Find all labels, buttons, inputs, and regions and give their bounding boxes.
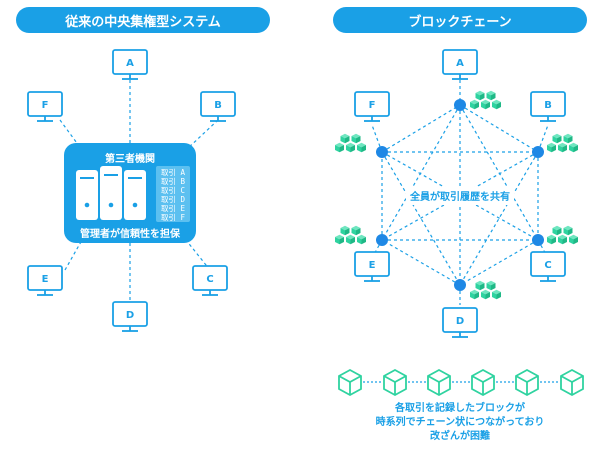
- chain-block-6: [560, 368, 584, 397]
- center-label-bg: [406, 187, 514, 205]
- blocks-a: [470, 90, 501, 110]
- node-dot-f: [376, 146, 388, 158]
- blocks-e: [335, 225, 366, 245]
- blocks-c: [547, 225, 578, 245]
- right-monitor-b-label: B: [544, 100, 552, 111]
- right-monitor-a-label: A: [456, 58, 464, 69]
- node-dot-a: [454, 99, 466, 111]
- connector-e: [64, 239, 83, 271]
- chain-block-2: [383, 368, 407, 397]
- left-monitor-a-label: A: [126, 58, 134, 69]
- left-monitor-e-label: E: [42, 274, 49, 285]
- chain-block-3: [427, 368, 451, 397]
- left-monitor-c-label: C: [206, 274, 213, 285]
- right-monitor-d: D: [442, 307, 478, 338]
- left-monitor-d-label: D: [126, 310, 134, 321]
- right-monitor-e: E: [354, 251, 390, 282]
- tx-e: 取引 E: [161, 204, 186, 213]
- node-dot-b: [532, 146, 544, 158]
- right-monitor-c-label: C: [544, 260, 551, 271]
- left-monitor-d: D: [112, 301, 148, 332]
- right-monitor-d-label: D: [456, 316, 464, 327]
- connector-c: [185, 239, 211, 271]
- right-monitors: A B C D E F: [354, 49, 566, 338]
- tx-a: 取引 A: [161, 168, 186, 177]
- left-monitor-a: A: [112, 49, 148, 80]
- tx-f: 取引 F: [161, 213, 186, 222]
- block-stacks: [335, 90, 578, 300]
- right-monitor-b: B: [530, 91, 566, 122]
- server-icon: [76, 166, 146, 220]
- centralized-title: 従来の中央集権型システム: [16, 7, 270, 33]
- caption-line-1: 各取引を記録したブロックが: [395, 403, 525, 414]
- node-dot-d: [454, 279, 466, 291]
- chain-block-1: [338, 368, 362, 397]
- caption-line-2: 時系列でチェーン状につながっており: [375, 417, 545, 428]
- left-monitor-f-label: F: [42, 100, 49, 111]
- shared-ledger-label: 全員が取引履歴を共有: [409, 190, 510, 203]
- right-monitor-c: C: [530, 251, 566, 282]
- connector-b: [185, 119, 219, 151]
- left-monitor-b-label: B: [214, 100, 222, 111]
- blockchain-title: ブロックチェーン: [333, 7, 587, 33]
- caption-line-3: 改ざんが困難: [430, 431, 490, 442]
- tx-b: 取引 B: [161, 177, 186, 186]
- left-monitor-e: E: [27, 265, 63, 296]
- tx-d: 取引 D: [161, 195, 186, 204]
- ledger-box: [156, 166, 190, 222]
- right-monitor-f: F: [354, 91, 390, 122]
- left-monitors: A B C D E F: [27, 49, 236, 332]
- left-monitor-f: F: [27, 91, 63, 122]
- right-monitor-a: A: [442, 49, 478, 80]
- left-monitor-b: B: [200, 91, 236, 122]
- blocks-f: [335, 133, 366, 153]
- right-monitor-f-label: F: [369, 100, 376, 111]
- chain-block-4: [471, 368, 495, 397]
- hub-title: 第三者機関: [105, 152, 155, 165]
- hub-caption: 管理者が信頼性を担保: [80, 227, 181, 240]
- left-monitor-c: C: [192, 265, 228, 296]
- tx-c: 取引 C: [161, 186, 185, 195]
- block-chain: [338, 368, 584, 397]
- central-authority: 第三者機関 取引 A 取引 B 取引 C 取引 D 取引 E 取引 F 管理者が…: [64, 143, 196, 243]
- right-monitor-e-label: E: [369, 260, 376, 271]
- blocks-d: [470, 280, 501, 300]
- node-dot-e: [376, 234, 388, 246]
- blocks-b: [547, 133, 578, 153]
- node-dot-c: [532, 234, 544, 246]
- chain-block-5: [515, 368, 539, 397]
- node-dots: [376, 99, 544, 291]
